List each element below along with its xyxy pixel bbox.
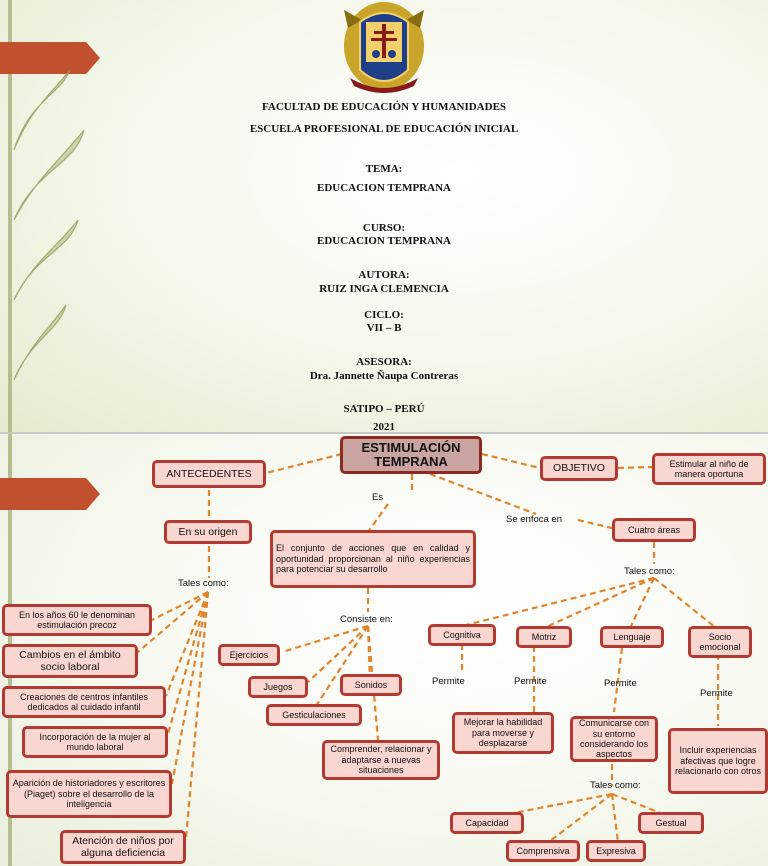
consiste-item-sonidos: Sonidos [340,674,402,696]
motriz-result-node: Mejorar la habilidad para moverse y desp… [452,712,554,754]
se-enfoca-label: Se enfoca en [506,514,562,525]
antecedentes-node: ANTECEDENTES [152,460,266,488]
antecedente-item-5: Aparición de historiadores y escritores … [6,770,172,818]
permite-label-motriz: Permite [514,676,547,687]
ciclo-label: CICLO: [364,309,404,321]
asesora-value: Dra. Jannette Ñaupa Contreras [309,370,459,382]
tema-value: EDUCACION TEMPRANA [317,182,451,194]
definicion-node: El conjunto de acciones que en calidad y… [270,530,476,588]
antecedente-item-3: Creaciones de centros infantiles dedicad… [2,686,166,718]
consiste-item-gesticulaciones: Gesticulaciones [266,704,362,726]
faculty-name: FACULTAD DE EDUCACIÓN Y HUMANIDADES [261,101,507,113]
es-label: Es [372,492,384,503]
comprender-node: Comprender, relacionar y adaptarse a nue… [322,740,440,780]
ciclo-value: VII – B [366,322,402,334]
area-motriz: Motriz [516,626,572,648]
socio-result-node: Incluir experiencias afectivas que logre… [668,728,768,794]
curso-label: CURSO: [362,222,406,234]
tales-como-label-1: Tales como: [178,578,229,589]
antecedente-item-4: Incorporación de la mujer al mundo labor… [22,726,168,758]
concept-map-slide: ESTIMULACIÓN TEMPRANA ANTECEDENTES OBJET… [0,434,768,866]
aspecto-gestual: Gestual [638,812,704,834]
university-crest [344,2,424,93]
leaf-decoration [13,69,85,381]
asesora-label: ASESORA: [356,356,412,368]
antecedente-item-1: En los años 60 le denominan estimulación… [2,604,152,636]
cover-slide: FACULTAD DE EDUCACIÓN Y HUMANIDADES ESCU… [0,0,768,432]
origen-node: En su origen [164,520,252,544]
slide-divider [0,432,768,434]
objetivo-text-node: Estimular al niño de manera oportuna [652,453,766,485]
autora-value: RUIZ INGA CLEMENCIA [319,283,449,295]
permite-label-cognitiva: Permite [432,676,465,687]
arrow-tab [0,478,100,510]
area-socio-emocional: Socio emocional [688,626,752,658]
permite-label-lenguaje: Permite [604,678,637,689]
objetivo-node: OBJETIVO [540,456,618,481]
antecedente-item-6: Atención de niños por alguna deficiencia [60,830,186,864]
consiste-label: Consiste en: [340,614,393,625]
tales-como-label-3: Tales como: [590,780,641,791]
consiste-item-juegos: Juegos [248,676,308,698]
main-concept-node: ESTIMULACIÓN TEMPRANA [340,436,482,474]
aspecto-capacidad: Capacidad [450,812,524,834]
year: 2021 [373,421,395,432]
autora-label: AUTORA: [358,269,410,281]
antecedente-item-2: Cambios en el ámbito socio laboral [2,644,138,678]
area-lenguaje: Lenguaje [600,626,664,648]
tales-como-label-2: Tales como: [624,566,675,577]
consiste-item-ejercicios: Ejercicios [218,644,280,666]
area-cognitiva: Cognitiva [428,624,496,646]
aspecto-expresiva: Expresiva [586,840,646,862]
cuatro-areas-node: Cuatro áreas [612,518,696,542]
place: SATIPO – PERÚ [343,403,425,415]
curso-value: EDUCACION TEMPRANA [317,235,451,247]
aspecto-comprensiva: Comprensiva [506,840,580,862]
permite-label-socio: Permite [700,688,733,699]
tema-label: TEMA: [365,163,403,175]
lenguaje-result-node: Comunicarse con su entorno considerando … [570,716,658,762]
left-accent-bar [8,0,12,432]
arrow-tab [0,42,100,74]
school-name: ESCUELA PROFESIONAL DE EDUCACIÓN INICIAL [249,123,519,135]
